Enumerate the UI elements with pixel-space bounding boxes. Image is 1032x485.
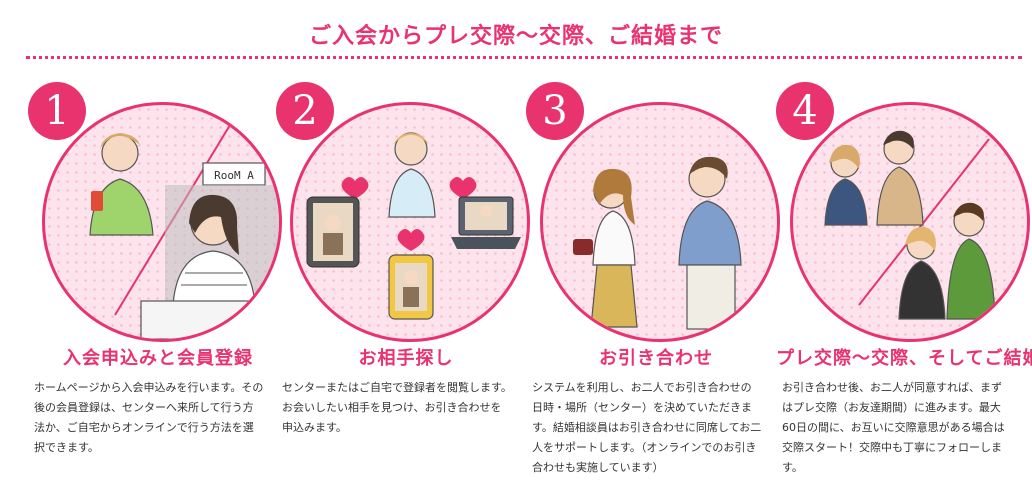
man-illustration: [678, 156, 742, 330]
step-illustration: [540, 102, 780, 342]
room-sign: RooM A: [202, 162, 266, 186]
heart-icon: [449, 177, 477, 199]
step-title: プレ交際～交際、そしてご結婚: [776, 348, 1032, 369]
step-number-badge: 3: [526, 82, 584, 140]
heart-icon: [341, 177, 369, 199]
step-title: お相手探し: [358, 348, 454, 369]
smartphone-illustration: [388, 254, 434, 320]
title-divider: [26, 56, 1022, 59]
step-3: 3 お引き合わせ システムを利用し、お二人でお引き合わせの日時・場所（センター）…: [526, 82, 780, 482]
step-description: ホームページから入会申込みを行います。その後の会員登録は、センターへ来所して行う…: [34, 381, 264, 454]
step-1: 1 RooM A: [28, 82, 282, 482]
tablet-illustration: [306, 196, 360, 268]
step-illustration: [290, 102, 530, 342]
woman-at-desk-illustration: [140, 185, 279, 339]
woman-illustration: [573, 168, 638, 328]
step-title: 入会申込みと会員登録: [63, 348, 253, 369]
step-description: お引き合わせ後、お二人が同意すれば、まずはプレ交際（お友達期間）に進みます。最大…: [782, 381, 1005, 474]
step-title: お引き合わせ: [599, 348, 713, 369]
couple-bottom-illustration: [898, 202, 996, 320]
step-4: 4 プレ交際～交際、そしてご結婚 お引き合わせ後、お二人が同意すれば、まず: [776, 82, 1032, 482]
step-illustration: RooM A: [42, 102, 282, 342]
woman-center-illustration: [388, 132, 436, 218]
page-title: ご入会からプレ交際～交際、ご結婚まで: [308, 24, 723, 49]
step-number-badge: 2: [276, 82, 334, 140]
step-2: 2: [276, 82, 530, 482]
couple-top-illustration: [824, 130, 924, 226]
step-number-badge: 4: [776, 82, 834, 140]
laptop-illustration: [451, 196, 521, 249]
step-number-badge: 1: [28, 82, 86, 140]
woman-with-phone-illustration: [89, 133, 154, 236]
step-illustration: [790, 102, 1030, 342]
step-description: システムを利用し、お二人でお引き合わせの日時・場所（センター）を決めていただきま…: [532, 381, 762, 474]
heart-icon: [397, 229, 425, 251]
svg-text:RooM A: RooM A: [214, 169, 254, 182]
step-description: センターまたはご自宅で登録者を閲覧します。お会いしたい相手を見つけ、お引き合わせ…: [282, 381, 512, 434]
